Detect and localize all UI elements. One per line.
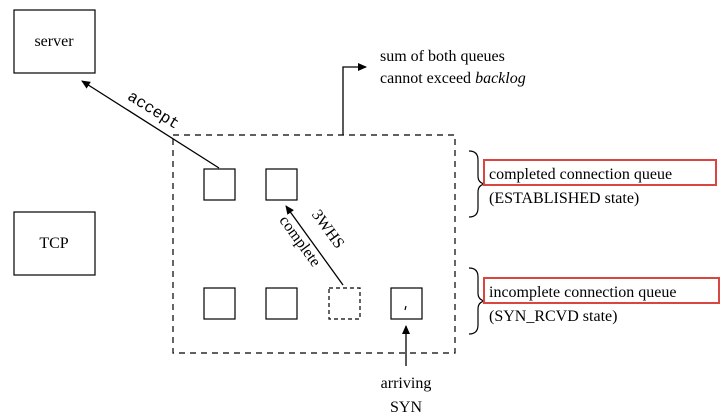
incomplete-queue-brace [468,267,486,335]
arriving-label: arriving [381,375,432,392]
incomplete-state-label: (SYN_RCVD state) [489,308,617,325]
sum-line-2-backlog: backlog [475,70,526,87]
completed-entry-2 [265,168,298,201]
completed-queue-label: completed connection queue [489,166,672,183]
syn-label: SYN [390,399,422,416]
sum-line-2: cannot exceed backlog [380,70,526,87]
queues-region [172,134,456,354]
server-label: server [34,33,74,50]
completed-queue-highlight [483,159,717,186]
incomplete-queue-highlight [483,277,720,304]
sum-line-1: sum of both queues [380,48,505,65]
server-box: server [13,9,96,74]
threewhs-arrow [285,205,344,286]
tcp-label: TCP [39,235,68,252]
incomplete-entry-moving [328,287,361,320]
completed-entry-1 [203,168,236,201]
incomplete-entry-2 [265,287,298,320]
incomplete-queue-label: incomplete connection queue [489,284,676,301]
completed-state-label: (ESTABLISHED state) [489,190,639,207]
backlog-pointer [342,63,367,135]
accept-arrow [81,80,220,169]
completed-queue-brace [468,150,486,218]
incomplete-entry-1 [203,287,236,320]
new-entry-tick [404,305,407,311]
incomplete-entry-new [390,287,423,320]
sum-line-2-prefix: cannot exceed [380,70,475,87]
tcp-box: TCP [13,211,96,276]
